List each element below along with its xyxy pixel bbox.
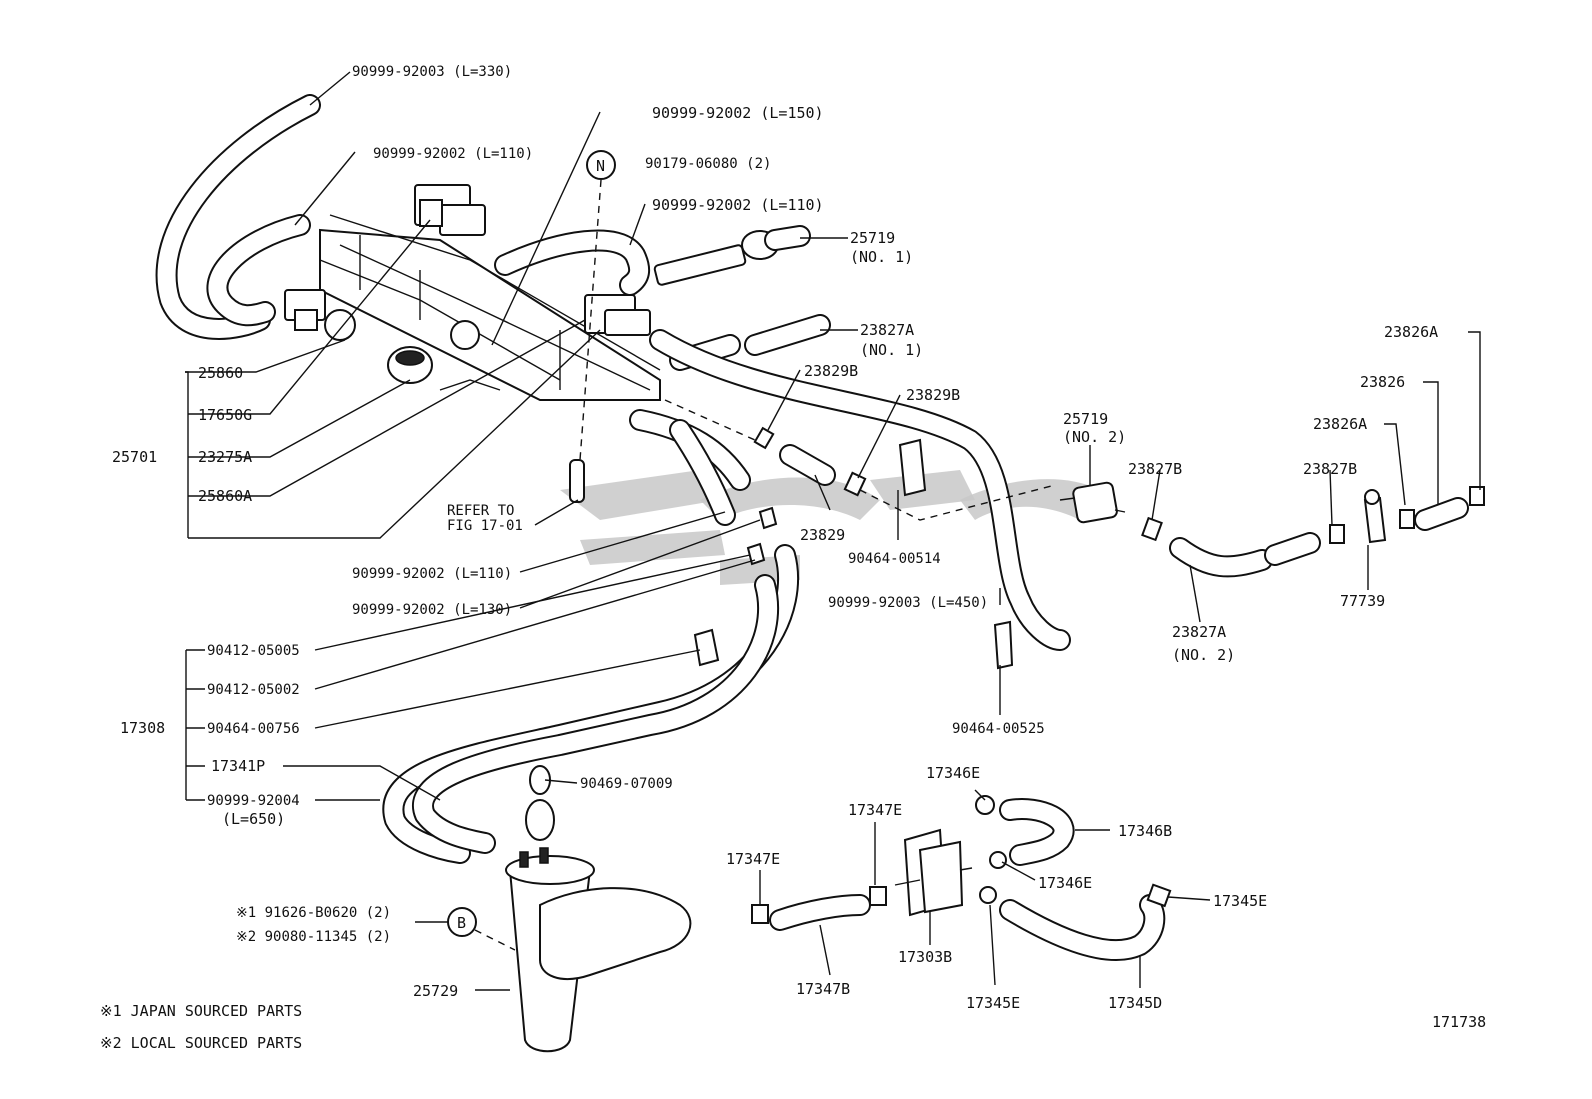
label-refer-fig: FIG 17-01 [447, 518, 523, 534]
vsv-bracket-assembly [284, 184, 811, 401]
label-90999-92003-l330: 90999-92003 (L=330) [352, 64, 512, 80]
label-90999-92002-l110-c: 90999-92002 (L=110) [352, 566, 512, 582]
label-90464-00514: 90464-00514 [848, 551, 941, 567]
legend-local-sourced: ※2 LOCAL SOURCED PARTS [100, 1034, 302, 1052]
label-23827a-no1-sub: (NO. 1) [860, 341, 923, 359]
hose-group [155, 94, 1469, 962]
label-25860a: 25860A [198, 487, 252, 505]
label-17341p: 17341P [211, 757, 265, 775]
label-17345e-bot: 17345E [966, 994, 1020, 1012]
label-90999-92003-l450: 90999-92003 (L=450) [828, 595, 988, 611]
label-25719-no2: 25719 [1063, 410, 1108, 428]
label-23826a-mid: 23826A [1313, 415, 1367, 433]
label-17347b: 17347B [796, 980, 850, 998]
label-90469-07009: 90469-07009 [580, 776, 673, 792]
label-17303b: 17303B [898, 948, 952, 966]
label-23826a-top: 23826A [1384, 323, 1438, 341]
label-25719-no1: 25719 [850, 229, 895, 247]
label-25860: 25860 [198, 364, 243, 382]
labels: 90999-92003 (L=330) 90999-92002 (L=150) … [100, 64, 1486, 1052]
label-77739: 77739 [1340, 592, 1385, 610]
label-25719-no2-sub: (NO. 2) [1063, 428, 1126, 446]
callout-n: N [596, 157, 605, 175]
label-23826: 23826 [1360, 373, 1405, 391]
label-17345d: 17345D [1108, 994, 1162, 1012]
label-17345e-right: 17345E [1213, 892, 1267, 910]
label-90999-92002-l110-a: 90999-92002 (L=110) [373, 146, 533, 162]
label-17346e-bot: 17346E [1038, 874, 1092, 892]
label-90412-05005: 90412-05005 [207, 643, 300, 659]
label-refer-to: REFER TO [447, 503, 514, 519]
label-90412-05002: 90412-05002 [207, 682, 300, 698]
label-23827a-no2-sub: (NO. 2) [1172, 646, 1235, 664]
label-90999-92004: 90999-92004 [207, 793, 300, 809]
callout-b: B [457, 914, 466, 932]
label-90464-00525: 90464-00525 [952, 721, 1045, 737]
charcoal-canister-25729 [505, 847, 692, 1053]
label-note2-code: ※2 90080-11345 (2) [236, 929, 391, 945]
label-23829: 23829 [800, 526, 845, 544]
label-17346b: 17346B [1118, 822, 1172, 840]
label-90179-06080: 90179-06080 (2) [645, 156, 771, 172]
legend-japan-sourced: ※1 JAPAN SOURCED PARTS [100, 1002, 302, 1020]
figure-number: 171738 [1432, 1013, 1486, 1031]
label-25701: 25701 [112, 448, 157, 466]
label-17346e-top: 17346E [926, 764, 980, 782]
label-90999-92002-l110-b: 90999-92002 (L=110) [652, 196, 824, 214]
clamps [525, 426, 1485, 924]
label-17308: 17308 [120, 719, 165, 737]
label-23827a-no1: 23827A [860, 321, 914, 339]
label-17650g: 17650G [198, 406, 252, 424]
label-25729: 25729 [413, 982, 458, 1000]
callouts: N B [447, 150, 1056, 951]
label-l650: (L=650) [222, 810, 285, 828]
label-23829b-b: 23829B [906, 386, 960, 404]
leader-lines [185, 71, 1481, 991]
label-25719-no1-sub: (NO. 1) [850, 248, 913, 266]
solenoid-17303b [894, 828, 973, 917]
label-23827b-mid: 23827B [1128, 460, 1182, 478]
label-note1-code: ※1 91626-B0620 (2) [236, 905, 391, 921]
label-23829b-a: 23829B [804, 362, 858, 380]
label-23827a-no2: 23827A [1172, 623, 1226, 641]
label-90464-00756: 90464-00756 [207, 721, 300, 737]
label-17347e-mid: 17347E [848, 801, 902, 819]
label-90999-92002-l150: 90999-92002 (L=150) [652, 104, 824, 122]
label-17347e-left: 17347E [726, 850, 780, 868]
label-23827b-right: 23827B [1303, 460, 1357, 478]
label-23275a: 23275A [198, 448, 252, 466]
label-90999-92002-l130: 90999-92002 (L=130) [352, 602, 512, 618]
